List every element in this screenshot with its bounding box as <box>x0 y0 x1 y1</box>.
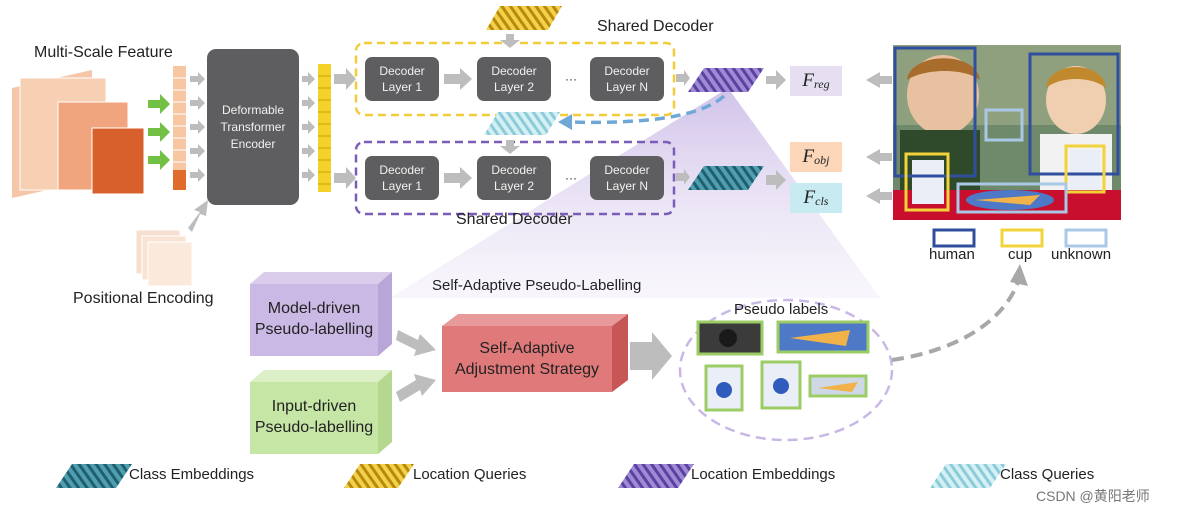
encoder-line-2: Transformer <box>220 119 286 134</box>
f-symbol: F <box>802 70 815 91</box>
top-decoder-layer-n: Decoder Layer N <box>590 57 664 101</box>
location-embeddings-out <box>688 68 764 92</box>
legend-location-queries-swatch <box>344 464 414 488</box>
token-column-input <box>173 66 186 190</box>
legend-class-queries-swatch <box>930 464 1006 488</box>
f-reg-subscript: reg <box>814 76 830 91</box>
multi-scale-feature-label: Multi-Scale Feature <box>34 44 173 61</box>
encoder-input-arrows <box>190 72 205 182</box>
legend-class-embeddings: Class Embeddings <box>129 466 255 483</box>
model-driven-label: Model-driven Pseudo-labelling <box>250 298 378 340</box>
encoder-line-1: Deformable <box>221 102 285 117</box>
decoder-word: Decoder <box>604 163 650 177</box>
shared-decoder-bottom-label: Shared Decoder <box>456 211 573 228</box>
shared-decoder-top-label: Shared Decoder <box>597 18 714 35</box>
f-cls-subscript: cls <box>815 193 829 208</box>
human-swatch <box>932 228 976 248</box>
pseudo-labels-title: Pseudo labels <box>734 301 829 318</box>
legend-location-queries: Location Queries <box>413 466 527 483</box>
layer-word: Layer N <box>605 80 649 94</box>
decoder-word: Decoder <box>379 163 425 177</box>
class-embeddings-out <box>688 166 764 190</box>
decoder-word: Decoder <box>379 64 425 78</box>
pseudo-labels-ellipse <box>678 298 894 442</box>
decoder-word: Decoder <box>604 64 650 78</box>
human-label: human <box>929 246 975 263</box>
adjustment-line-1: Self-Adaptive <box>479 340 575 357</box>
deformable-transformer-encoder: Deformable Transformer Encoder <box>207 49 299 205</box>
layer-word: Layer N <box>605 179 649 193</box>
bottom-decoder-layer-n: Decoder Layer N <box>590 156 664 200</box>
legend-class-queries: Class Queries <box>1000 466 1095 483</box>
decoder-word: Decoder <box>491 163 537 177</box>
watermark: CSDN @黄阳老师 <box>1036 488 1150 504</box>
pseudo-label-thumbs <box>696 320 870 412</box>
self-adaptive-title: Self-Adaptive Pseudo-Labelling <box>432 277 642 294</box>
layer-word: Layer 1 <box>381 179 423 193</box>
model-driven-line-1: Model-driven <box>267 300 361 317</box>
cup-label: cup <box>1008 246 1033 263</box>
output-photo <box>893 45 1121 220</box>
f-obj-subscript: obj <box>814 152 830 167</box>
top-decoder-layer-2: Decoder Layer 2 <box>477 57 551 101</box>
class-queries-middle <box>484 112 560 135</box>
f-symbol: F <box>803 187 816 208</box>
input-driven-label: Input-driven Pseudo-labelling <box>250 396 378 438</box>
feature-maps <box>12 70 145 198</box>
legend-class-embeddings-swatch <box>56 464 132 488</box>
cup-swatch <box>1000 228 1044 248</box>
model-driven-line-2: Pseudo-labelling <box>254 321 374 338</box>
encoder-output-arrows <box>302 72 315 182</box>
encoder-line-3: Encoder <box>230 136 276 151</box>
unknown-label: unknown <box>1051 246 1112 263</box>
positional-encoding-label: Positional Encoding <box>73 290 214 307</box>
feedback-to-output-arrow <box>891 281 1020 362</box>
legend-location-embeddings-swatch <box>618 464 694 488</box>
top-decoder-layer-1: Decoder Layer 1 <box>365 57 439 101</box>
decoder-word: Decoder <box>491 64 537 78</box>
location-queries-top <box>486 6 562 48</box>
adjustment-cube <box>442 314 628 392</box>
model-driven-cube <box>250 272 392 356</box>
layer-word: Layer 2 <box>493 80 535 94</box>
adjustment-line-2: Adjustment Strategy <box>454 361 600 378</box>
adjustment-strategy-label: Self-Adaptive Adjustment Strategy <box>442 338 612 380</box>
bottom-decoder-layer-1: Decoder Layer 1 <box>365 156 439 200</box>
token-column-encoded <box>318 64 331 192</box>
layer-word: Layer 2 <box>493 179 535 193</box>
top-ellipsis: ··· <box>565 72 577 86</box>
positional-encoding-stack <box>135 200 208 287</box>
unknown-swatch <box>1064 228 1108 248</box>
green-arrows <box>148 94 170 170</box>
bottom-ellipsis: ··· <box>565 171 577 185</box>
class-query-feedback-arrow <box>567 94 726 125</box>
bottom-decoder-layer-2: Decoder Layer 2 <box>477 156 551 200</box>
input-driven-cube <box>250 370 392 454</box>
shared-decoder-bottom-frame <box>354 140 676 216</box>
input-driven-line-1: Input-driven <box>271 398 357 415</box>
legend-location-embeddings: Location Embeddings <box>691 466 836 483</box>
input-driven-line-2: Pseudo-labelling <box>254 419 374 436</box>
f-symbol: F <box>802 146 815 167</box>
layer-word: Layer 1 <box>381 80 423 94</box>
